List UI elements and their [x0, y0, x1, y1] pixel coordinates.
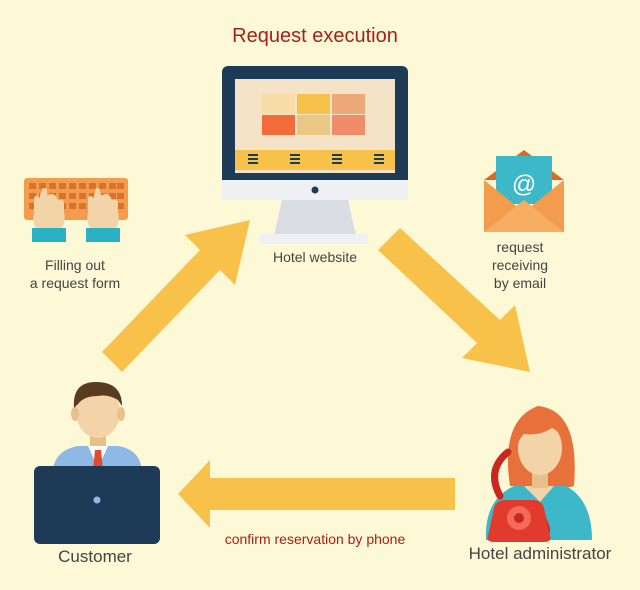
arrow-customer-to-website — [102, 220, 250, 372]
arrow-admin-to-customer — [178, 460, 455, 528]
label-request-email: request receiving by email — [440, 238, 600, 292]
label-hotel-website: Hotel website — [272, 249, 358, 265]
label-customer: Customer — [58, 547, 132, 566]
arrow-website-to-admin — [378, 228, 530, 372]
diagram-title: Request execution — [232, 25, 398, 47]
keyboard-icon — [24, 178, 128, 242]
email-at-symbol: @ — [512, 171, 536, 198]
customer-icon — [34, 382, 160, 544]
label-request-email-line1: request — [496, 239, 544, 255]
label-request-form-line2: a request form — [29, 275, 121, 291]
label-request-email-line2: receiving — [491, 257, 549, 273]
label-request-email-line3: by email — [493, 275, 547, 291]
label-confirm-by-phone: confirm reservation by phone — [224, 531, 406, 547]
monitor-icon — [222, 66, 408, 244]
label-hotel-administrator: Hotel administrator — [468, 544, 612, 563]
telephone-icon — [487, 448, 551, 542]
label-request-form: Filling out a request form — [0, 256, 150, 292]
label-request-form-line1: Filling out — [45, 257, 105, 273]
envelope-icon: @ — [484, 150, 564, 232]
